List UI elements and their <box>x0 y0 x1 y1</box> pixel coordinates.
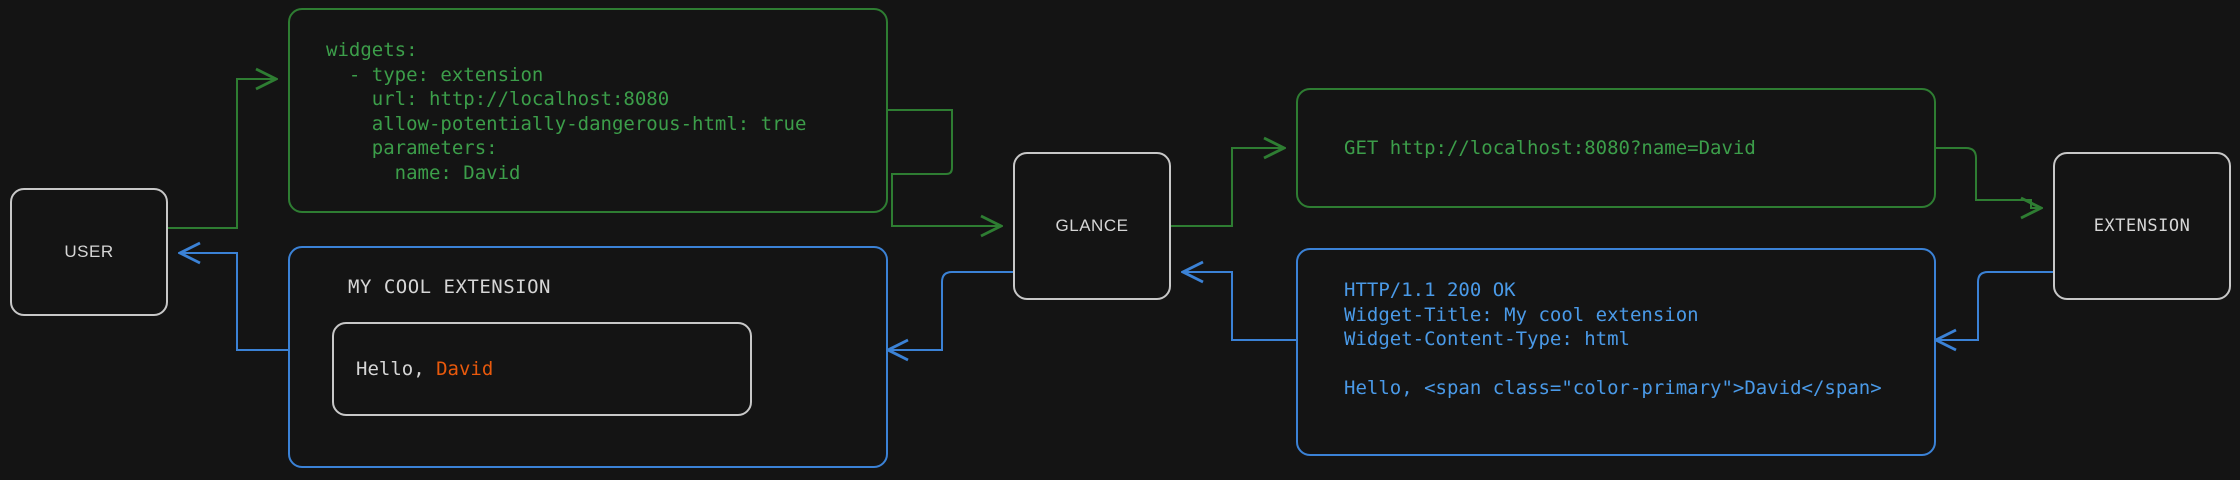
yaml-config-code: widgets: - type: extension url: http://l… <box>326 39 807 184</box>
edge-response-to-glance <box>1183 272 1296 341</box>
edge-extension-to-response <box>1936 271 2053 340</box>
node-user[interactable]: USER <box>10 188 168 316</box>
rendered-widget-title: MY COOL EXTENSION <box>348 276 551 298</box>
widget-greeting: Hello, David <box>356 357 493 382</box>
panel-yaml-config: widgets: - type: extension url: http://l… <box>288 8 888 213</box>
widget-greeting-prefix: Hello, <box>356 357 437 380</box>
node-extension[interactable]: EXTENSION <box>2053 152 2231 300</box>
node-glance[interactable]: GLANCE <box>1013 152 1171 300</box>
edge-widget-to-user <box>180 253 288 351</box>
edge-config-to-glance <box>888 109 1001 226</box>
panel-http-response: HTTP/1.1 200 OK Widget-Title: My cool ex… <box>1296 248 1936 456</box>
edge-user-to-config <box>168 79 276 229</box>
node-extension-label: EXTENSION <box>2093 216 2191 236</box>
node-glance-label: GLANCE <box>1055 216 1129 235</box>
edge-glance-to-request <box>1171 148 1284 227</box>
panel-rendered-widget: MY COOL EXTENSION Hello, David <box>288 246 888 468</box>
edge-glance-to-widget <box>888 271 1013 350</box>
node-user-label: USER <box>64 242 114 261</box>
rendered-widget-card: Hello, David <box>332 322 752 416</box>
edge-request-to-extension <box>1936 147 2041 208</box>
widget-greeting-name: David <box>436 357 494 380</box>
panel-http-request: GET http://localhost:8080?name=David <box>1296 88 1936 208</box>
http-response-code: HTTP/1.1 200 OK Widget-Title: My cool ex… <box>1344 279 1882 399</box>
http-request-code: GET http://localhost:8080?name=David <box>1344 136 1756 159</box>
